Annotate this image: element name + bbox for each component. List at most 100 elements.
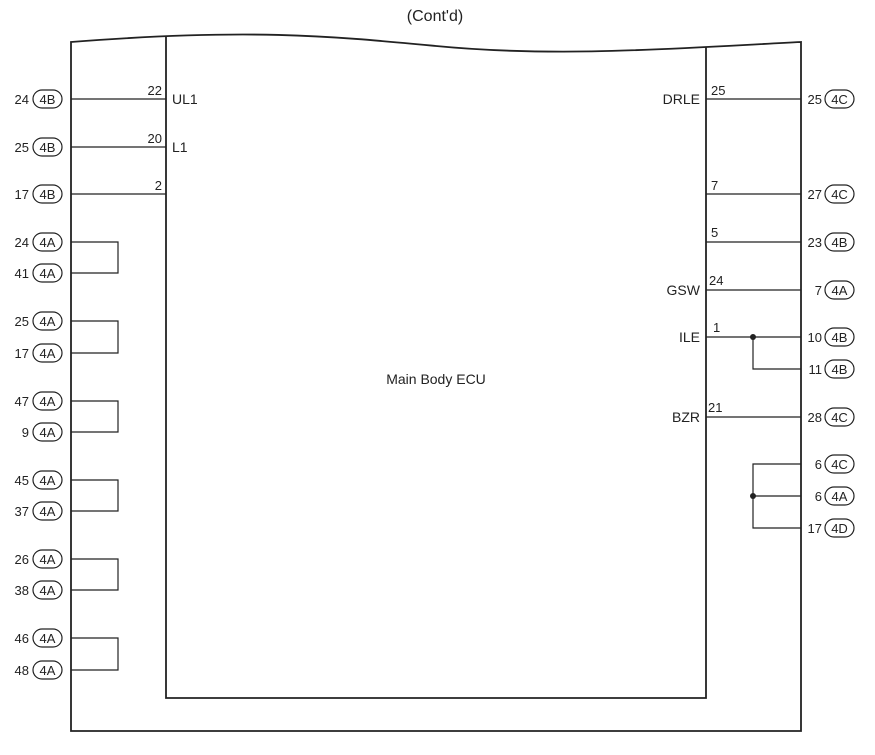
right-connection: 7 27 4C (706, 178, 855, 204)
connector-badge (824, 184, 855, 204)
connector-badge (824, 518, 855, 538)
right-pin-number: 25 (711, 83, 725, 98)
jumper-ext-pin: 41 (15, 266, 29, 281)
ecu-box (165, 36, 707, 699)
jumper-connector-id: 4A (40, 266, 56, 281)
left-jumper: 45 4A 37 4A (15, 470, 119, 521)
jumper-connector-id: 4D (831, 521, 848, 536)
splice-point (750, 493, 756, 499)
right-ext-pin: 28 (808, 410, 822, 425)
connector-badge (824, 486, 855, 506)
connector-badge (32, 89, 63, 109)
left-jumper: 25 4A 17 4A (15, 311, 119, 363)
connector-badge (32, 501, 63, 521)
jumper-connector-id: 4A (40, 504, 56, 519)
right-ext-pin: 10 (808, 330, 822, 345)
ecu-label: Main Body ECU (386, 371, 486, 387)
right-terminal-name: BZR (672, 409, 700, 425)
left-connector-id: 4B (40, 140, 56, 155)
left-connection: 24 4B 22 UL1 (15, 83, 198, 109)
right-connection: DRLE 25 25 4C (663, 83, 855, 109)
connector-badge (32, 628, 63, 648)
right-connector-id: 4B (832, 330, 848, 345)
splice-ext-pin: 11 (809, 362, 823, 377)
jumper-connector-id: 4A (40, 631, 56, 646)
left-ext-pin: 24 (15, 92, 29, 107)
right-ext-pin: 27 (808, 187, 822, 202)
jumper-connector-id: 4A (40, 314, 56, 329)
right-connector-id: 4C (831, 187, 848, 202)
left-ext-pin: 17 (15, 187, 29, 202)
right-connector-id: 4C (831, 92, 848, 107)
jumper-connector-id: 4A (40, 473, 56, 488)
connector-badge (824, 280, 855, 300)
jumper-ext-pin: 17 (15, 346, 29, 361)
diagram-title: (Cont'd) (407, 8, 463, 25)
jumper-ext-pin: 26 (15, 552, 29, 567)
right-connector-id: 4C (831, 410, 848, 425)
jumper-ext-pin: 48 (15, 663, 29, 678)
connector-badge (32, 184, 63, 204)
right-ext-pin: 23 (808, 235, 822, 250)
right-terminal-name: ILE (679, 329, 700, 345)
connector-badge (32, 263, 63, 283)
left-jumper: 47 4A 9 4A (15, 391, 119, 442)
jumper-ext-pin: 46 (15, 631, 29, 646)
jumper-ext-pin: 24 (15, 235, 29, 250)
right-ext-pin: 7 (815, 283, 822, 298)
jumper-ext-pin: 17 (808, 521, 822, 536)
connector-badge (32, 311, 63, 331)
jumper-connector-id: 4A (40, 583, 56, 598)
left-ext-pin: 25 (15, 140, 29, 155)
jumper-ext-pin: 25 (15, 314, 29, 329)
right-pin-number: 7 (711, 178, 718, 193)
left-jumper: 26 4A 38 4A (15, 549, 119, 600)
left-pin-number: 22 (148, 83, 162, 98)
right-pin-number: 24 (709, 273, 723, 288)
connector-badge (32, 470, 63, 490)
left-connector-id: 4B (40, 187, 56, 202)
left-terminal-name: L1 (172, 139, 188, 155)
right-pin-number: 5 (711, 225, 718, 240)
connector-badge (32, 137, 63, 157)
jumper-connector-id: 4A (40, 552, 56, 567)
jumper-ext-pin: 6 (815, 457, 822, 472)
connector-badge (824, 232, 855, 252)
jumper-connector-id: 4C (831, 457, 848, 472)
jumper-ext-pin: 9 (22, 425, 29, 440)
connector-badge (824, 359, 855, 379)
connector-badge (32, 549, 63, 569)
connector-badge (32, 660, 63, 680)
left-connection: 25 4B 20 L1 (15, 131, 188, 157)
connector-badge (824, 89, 855, 109)
connector-badge (32, 343, 63, 363)
jumper-connector-id: 4A (40, 235, 56, 250)
jumper-ext-pin: 38 (15, 583, 29, 598)
splice-connector-id: 4B (832, 362, 848, 377)
left-pin-number: 2 (155, 178, 162, 193)
jumper-ext-pin: 6 (815, 489, 822, 504)
jumper-connector-id: 4A (40, 346, 56, 361)
jumper-connector-id: 4A (40, 394, 56, 409)
connector-badge (824, 454, 855, 474)
splice-point (750, 334, 756, 340)
jumper-ext-pin: 45 (15, 473, 29, 488)
right-connection: ILE 1 10 4B 11 4B (679, 320, 855, 379)
left-connector-id: 4B (40, 92, 56, 107)
connector-badge (824, 407, 855, 427)
right-connector-id: 4B (832, 235, 848, 250)
left-pin-number: 20 (148, 131, 162, 146)
left-jumper: 46 4A 48 4A (15, 628, 119, 680)
right-connection: GSW 24 7 4A (667, 273, 855, 300)
right-connection: 5 23 4B (706, 225, 855, 252)
left-terminal-name: UL1 (172, 91, 198, 107)
connector-badge (32, 422, 63, 442)
connector-badge (32, 391, 63, 411)
right-terminal-name: GSW (667, 282, 701, 298)
connector-badge (32, 580, 63, 600)
right-pin-number: 1 (713, 320, 720, 335)
right-connection: BZR 21 28 4C (672, 400, 855, 427)
jumper-ext-pin: 47 (15, 394, 29, 409)
jumper-connector-id: 4A (40, 663, 56, 678)
